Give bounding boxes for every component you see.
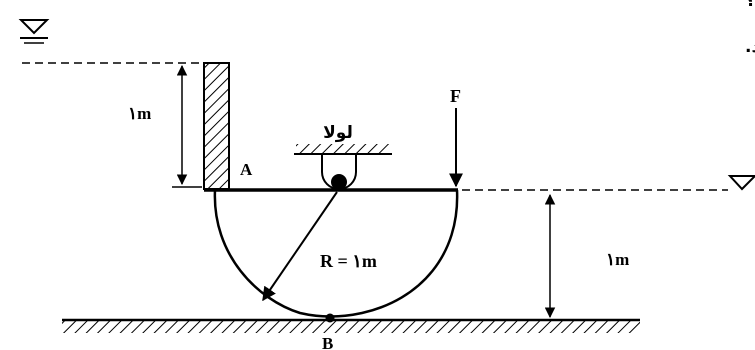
hinge-label: لولا (323, 123, 353, 143)
wall-height-dimension (172, 64, 202, 188)
ground (62, 318, 640, 333)
hinge-pin (331, 174, 347, 190)
problem-text-line-2: ر دیواره‌هاست و هیچ نیرویی وارد نمی‌شود. (745, 37, 755, 57)
water-level-icon-upper (18, 19, 50, 44)
wall-height-label: ۱m (128, 104, 151, 123)
point-a-label: A (240, 160, 253, 179)
water-level-icon-right (727, 175, 755, 191)
point-b-marker (325, 313, 335, 323)
force-label: F (450, 86, 461, 106)
problem-text-line-1: ۱۰kN باشد. نیروی F لازم برای نگهداری دری… (745, 0, 755, 11)
hinge-support (294, 144, 392, 190)
water-depth-label: ۱m (606, 250, 629, 269)
point-b-label: B (322, 334, 333, 350)
radius-arrow (262, 191, 338, 302)
radius-label: R = ۱m (320, 251, 377, 271)
left-wall (203, 62, 230, 190)
